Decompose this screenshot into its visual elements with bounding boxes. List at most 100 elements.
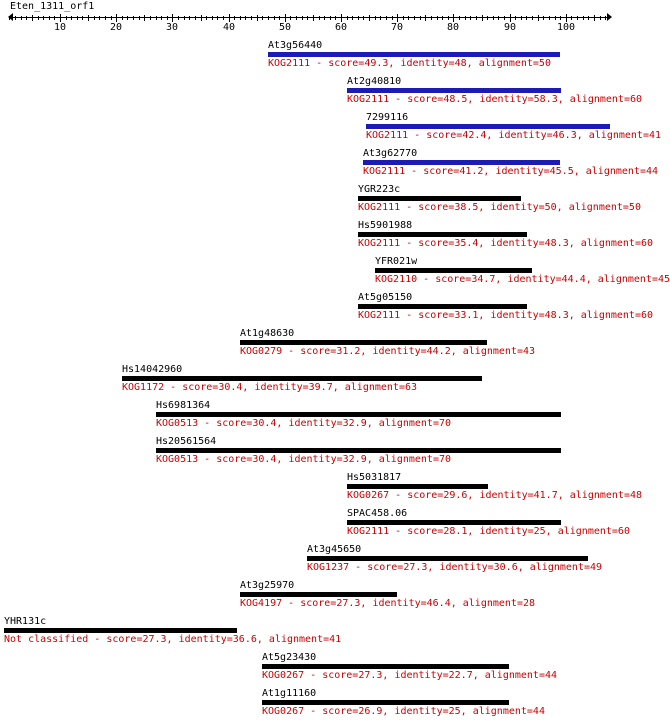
hit-name[interactable]: At3g45650	[307, 544, 362, 555]
hit-bar[interactable]	[347, 88, 561, 93]
hit-bar[interactable]	[156, 412, 561, 417]
axis-tick	[32, 15, 33, 21]
axis-tick	[515, 16, 516, 20]
hit-name[interactable]: At1g48630	[240, 328, 295, 339]
axis-tick-label: 70	[391, 22, 404, 33]
axis-tick-label: 80	[447, 22, 460, 33]
axis-tick-label: 90	[504, 22, 517, 33]
hit-name[interactable]: YHR131c	[4, 616, 47, 627]
axis-tick	[257, 15, 258, 21]
axis-tick-label: 100	[557, 22, 576, 33]
axis-tick	[414, 16, 415, 20]
axis-tick	[341, 14, 342, 22]
hit-description: KOG0267 - score=26.9, identity=25, align…	[262, 706, 545, 717]
axis-tick	[111, 16, 112, 20]
axis-tick	[386, 16, 387, 20]
hit-name[interactable]: At3g25970	[240, 580, 295, 591]
axis-tick	[560, 16, 561, 20]
hit-bar[interactable]	[358, 232, 527, 237]
hit-bar[interactable]	[358, 196, 521, 201]
hit-bar[interactable]	[262, 700, 509, 705]
axis-tick	[21, 16, 22, 20]
hit-name[interactable]: YFR021w	[375, 256, 418, 267]
hit-bar[interactable]	[268, 52, 560, 57]
axis-left-arrow	[8, 13, 13, 21]
axis-tick	[543, 16, 544, 20]
axis-tick	[324, 16, 325, 20]
axis-tick	[116, 14, 117, 22]
axis-tick	[43, 16, 44, 20]
hit-bar[interactable]	[366, 124, 610, 129]
hit-bar[interactable]	[347, 520, 561, 525]
axis-tick	[189, 16, 190, 20]
axis-tick	[555, 16, 556, 20]
axis-tick	[229, 14, 230, 22]
axis-tick	[352, 16, 353, 20]
axis-tick-label: 30	[166, 22, 179, 33]
hit-name[interactable]: At2g40810	[347, 76, 402, 87]
hit-name[interactable]: At5g23430	[262, 652, 317, 663]
axis-tick	[122, 16, 123, 20]
hit-name[interactable]: SPAC458.06	[347, 508, 408, 519]
axis-tick	[448, 16, 449, 20]
axis-tick	[504, 16, 505, 20]
axis-tick	[245, 16, 246, 20]
axis-tick	[363, 16, 364, 20]
hit-name[interactable]: At3g62770	[363, 148, 418, 159]
hit-bar[interactable]	[358, 304, 527, 309]
axis-tick	[397, 14, 398, 22]
hit-bar[interactable]	[347, 484, 488, 489]
hit-bar[interactable]	[240, 340, 487, 345]
axis-tick	[307, 16, 308, 20]
axis-tick-label: 60	[335, 22, 348, 33]
hit-description: KOG0513 - score=30.4, identity=32.9, ali…	[156, 418, 452, 429]
hit-description: KOG2111 - score=48.5, identity=58.3, ali…	[347, 94, 643, 105]
hit-description: KOG0267 - score=27.3, identity=22.7, ali…	[262, 670, 558, 681]
axis-tick	[437, 16, 438, 20]
hit-bar[interactable]	[363, 160, 560, 165]
hit-bar[interactable]	[375, 268, 532, 273]
axis-tick	[453, 14, 454, 22]
hit-bar[interactable]	[307, 556, 588, 561]
hit-name[interactable]: Hs5031817	[347, 472, 402, 483]
hit-bar[interactable]	[240, 592, 397, 597]
axis-tick	[549, 16, 550, 20]
hit-bar[interactable]	[4, 628, 237, 633]
axis-tick	[330, 16, 331, 20]
axis-tick	[442, 16, 443, 20]
axis-tick	[144, 15, 145, 21]
axis-tick	[150, 16, 151, 20]
hit-name[interactable]: YGR223c	[358, 184, 401, 195]
hit-name[interactable]: Hs14042960	[122, 364, 183, 375]
axis-tick	[526, 16, 527, 20]
axis-tick	[217, 16, 218, 20]
hit-name[interactable]: Hs5901988	[358, 220, 413, 231]
axis-tick	[285, 14, 286, 22]
hit-description: KOG1172 - score=30.4, identity=39.7, ali…	[122, 382, 418, 393]
axis-tick	[566, 14, 567, 22]
axis-tick	[577, 16, 578, 20]
hit-name[interactable]: At1g11160	[262, 688, 317, 699]
axis-tick	[600, 16, 601, 20]
axis-tick	[77, 16, 78, 20]
hit-bar[interactable]	[262, 664, 509, 669]
hit-name[interactable]: At3g56440	[268, 40, 323, 51]
axis-tick	[26, 16, 27, 20]
hit-bar[interactable]	[122, 376, 482, 381]
hit-name[interactable]: Hs20561564	[156, 436, 217, 447]
axis-right-arrow	[607, 13, 612, 21]
hit-name[interactable]: At5g05150	[358, 292, 413, 303]
axis-tick	[279, 16, 280, 20]
hit-description: KOG2111 - score=38.5, identity=50, align…	[358, 202, 641, 213]
hit-bar[interactable]	[156, 448, 561, 453]
axis-tick-label: 40	[223, 22, 236, 33]
axis-tick	[206, 16, 207, 20]
axis-tick-label: 50	[279, 22, 292, 33]
hit-name[interactable]: 7299116	[366, 112, 409, 123]
axis-tick	[313, 15, 314, 21]
hit-description: KOG1237 - score=27.3, identity=30.6, ali…	[307, 562, 603, 573]
axis-tick	[296, 16, 297, 20]
hit-name[interactable]: Hs6981364	[156, 400, 211, 411]
axis-tick	[532, 16, 533, 20]
